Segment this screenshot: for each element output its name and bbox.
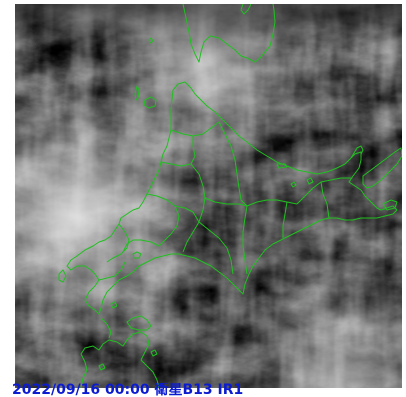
lake-akan [290,181,297,188]
coastline-overlay [58,4,402,388]
coastline-sakhalin [182,4,276,63]
boundary-nemuro [320,181,330,219]
coastline-hokkaido [66,81,398,315]
satellite-image [15,4,402,388]
boundary-iburi [122,239,160,253]
island-rishiri [143,96,157,109]
coastline-sakhalin-east [240,4,252,15]
boundary-okhotsk [218,121,248,207]
island-tobishima [150,349,158,357]
boundary-sorachi [174,205,200,223]
boundary-oshima [98,261,126,281]
boundary-soya [170,121,220,137]
boundary-kamikawa [182,163,206,253]
coastline-shiretoko [350,145,364,159]
boundary-shiribeshi [106,223,130,263]
lake-saroma [276,163,288,169]
island-shikotan [382,199,398,211]
island-kunashiri [362,147,402,189]
island-oshima [110,301,118,309]
coastline-tsugaru [100,317,112,339]
satellite-map-svg [15,4,402,388]
boundary-ishikari [146,193,180,247]
dark-band-top [15,4,402,388]
island-okushiri [58,269,67,283]
boundary-hidaka [198,221,234,275]
boundary-kushiro-south [282,201,288,238]
coastline-shimokita [126,315,152,331]
lake-kussharo [306,177,314,185]
coastline-honshu [80,331,160,388]
lake-shikotsu [132,251,142,259]
island-moneron [148,37,154,44]
boundary-tokachi [204,197,298,207]
boundary-tokachi-south [242,205,248,275]
island-honshu-coast [98,363,106,371]
island-rebun [134,85,140,101]
image-caption: 2022/09/16 00:00 衛星B13 IR1 [12,383,244,397]
